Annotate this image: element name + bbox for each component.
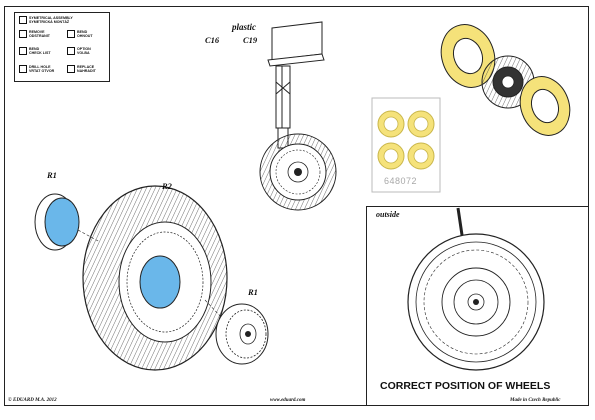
bend-icon [67,30,75,38]
landing-gear-strut [267,21,325,149]
legend-bend-check: BEND CHECK LIST [29,47,51,55]
legend-replace: REPLACE NAHRADIT [77,65,96,73]
gear-wheel-small [259,133,337,211]
replace-icon [67,65,75,73]
bend-check-icon [19,47,27,55]
remove-icon [19,30,27,38]
part-label-r1-right: R1 [248,287,258,297]
inset-wheel [407,207,545,371]
correct-position-inset [366,206,589,406]
legend-bend: BEND OHNOUT [77,30,93,38]
r2-main-wheel [82,185,228,371]
part-number-c16: C16 [205,35,220,45]
correct-position-caption: CORRECT POSITION OF WHEELS [380,380,551,392]
part-label-r1-left: R1 [47,170,57,180]
symmetrical-assembly-icon [19,16,27,24]
outside-label: outside [376,210,400,219]
option-icon [67,47,75,55]
instruction-legend: SYMETRICAL ASSEMBLY SYMETRICKÁ MONTÁŽ RE… [14,12,110,82]
drill-hole-icon [19,65,27,73]
copyright-footer: © EDUARD M.A. 2012 [8,398,57,403]
legend-option: OPTION VOLBA [77,47,91,55]
made-in-footer: Made in Czech Republic [510,398,561,403]
part-number-c19: C19 [243,35,258,45]
mask-sheet [371,97,441,193]
mask-set-number: 648072 [384,176,418,186]
legend-symmetrical: SYMETRICAL ASSEMBLY SYMETRICKÁ MONTÁŽ [29,16,73,24]
plastic-label: plastic [232,22,256,32]
url-footer: www.eduard.com [270,398,306,403]
mask-placement-diagram [440,24,571,136]
legend-drill: DRILL HOLE VRTAT OTVOR [29,65,55,73]
legend-remove: REMOVE ODSTRANIT [29,30,50,38]
part-label-r2: R2 [162,181,172,191]
r1-hub-right [204,299,269,365]
